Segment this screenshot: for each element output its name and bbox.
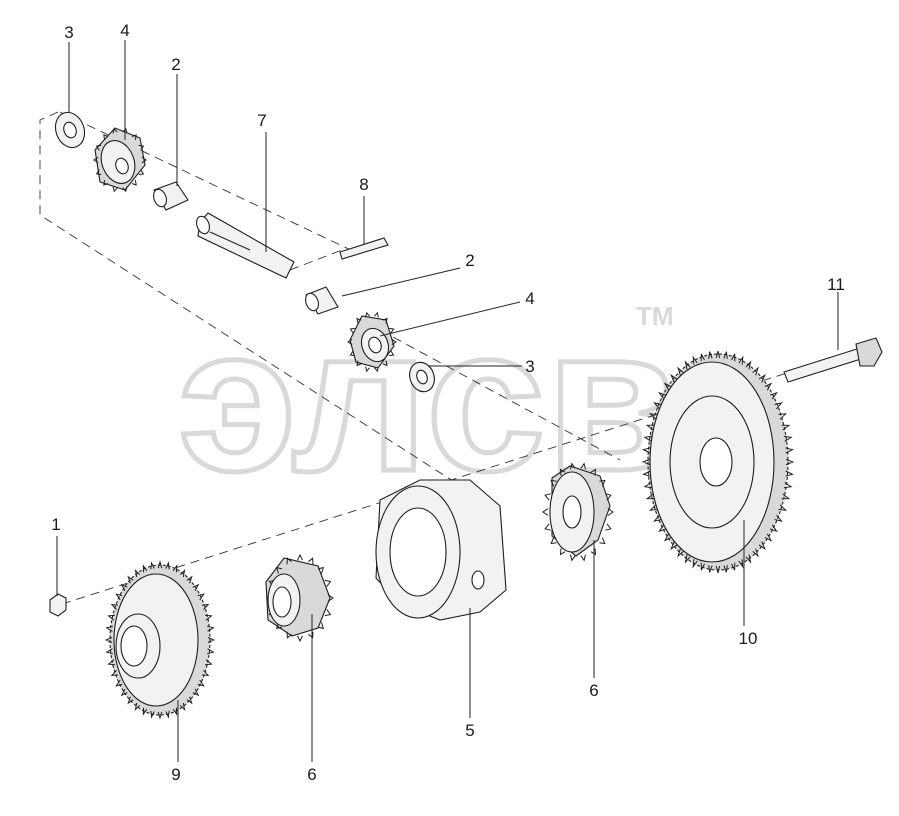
bushing-upper	[153, 181, 189, 211]
hub-gear-teeth	[104, 560, 216, 720]
watermark-trademark: TM	[636, 301, 674, 331]
callout-4-upper: 4	[120, 21, 129, 40]
callout-4-lower: 4	[525, 289, 534, 308]
callout-5: 5	[465, 721, 474, 740]
callout-1: 1	[51, 515, 60, 534]
callout-11: 11	[827, 275, 845, 294]
nut	[49, 593, 67, 617]
axis-pin-lower	[289, 249, 343, 271]
leader-lines	[56, 40, 839, 762]
callout-6-right: 6	[589, 681, 598, 700]
axis-cross-shaft	[39, 111, 471, 493]
bevel-pinion-lower	[347, 311, 397, 373]
axis-pin-upper	[59, 111, 356, 253]
callout-labels: 3 4 2 7 8 2 4 3 11 1 9 6 5 6 10	[51, 21, 845, 784]
bevel-pinion-upper	[93, 127, 147, 193]
cross-pin	[196, 212, 295, 279]
callout-3-lower: 3	[525, 357, 534, 376]
side-gear-right-teeth	[542, 462, 614, 562]
side-gear-left	[265, 553, 334, 643]
side-gear-right	[542, 462, 614, 562]
callout-8: 8	[359, 175, 368, 194]
side-gear-left-teeth	[266, 553, 334, 643]
differential-case	[375, 479, 507, 621]
ring-gear	[641, 350, 795, 574]
bolt	[783, 337, 883, 383]
ring-gear-teeth	[641, 350, 795, 574]
bushing-lower	[305, 286, 339, 315]
callout-10: 10	[739, 629, 758, 648]
bevel-pinion-lower-teeth	[347, 311, 397, 373]
callout-7: 7	[257, 111, 266, 130]
thrust-washer-upper	[54, 111, 86, 149]
callout-9: 9	[171, 765, 180, 784]
callout-6-left: 6	[307, 765, 316, 784]
hub-gear	[104, 560, 216, 720]
axis-gear-side	[379, 329, 621, 461]
callout-3-upper: 3	[64, 23, 73, 42]
bevel-pinion-upper-teeth	[93, 127, 147, 193]
callout-2-lower: 2	[465, 251, 474, 270]
roll-pin	[339, 237, 389, 260]
thrust-washer-lower	[409, 361, 435, 393]
callout-2-upper: 2	[171, 55, 180, 74]
watermark: элсв TM	[176, 283, 681, 517]
